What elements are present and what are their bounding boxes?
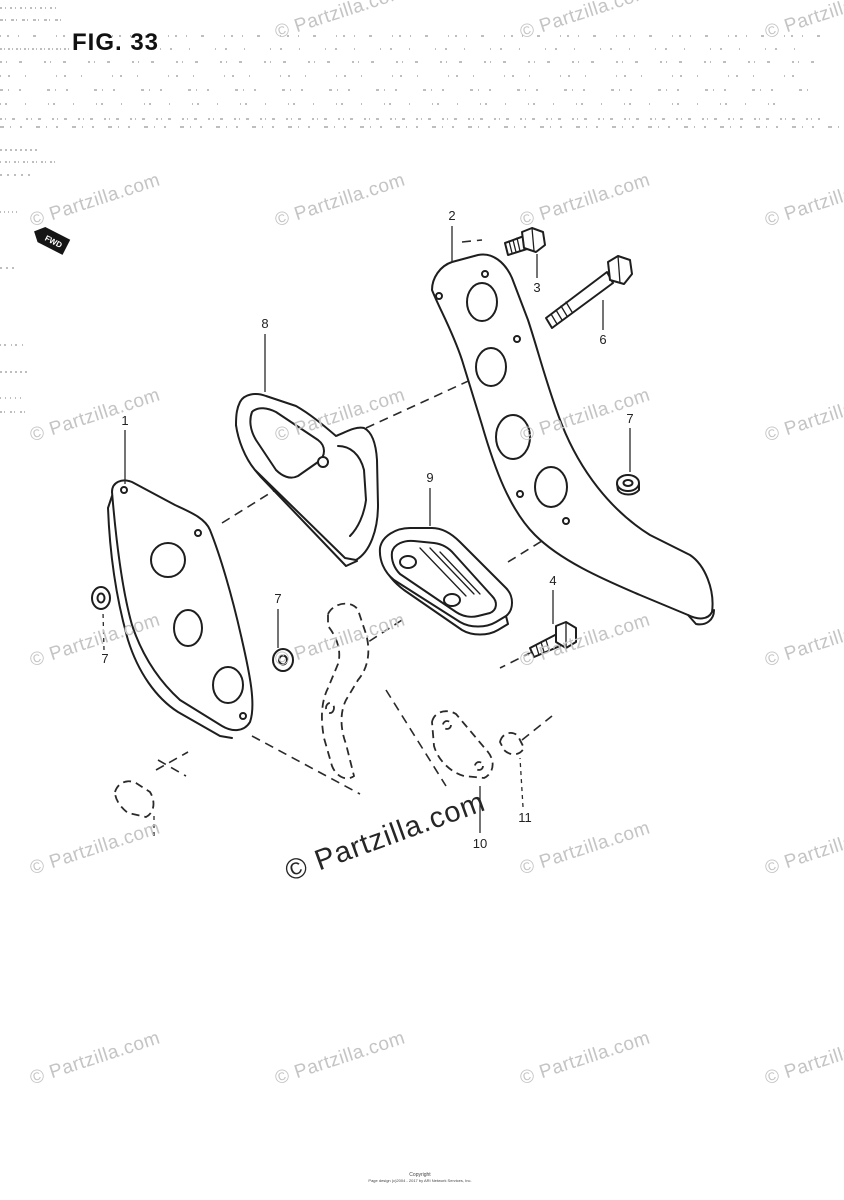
callout-part-6: 6 [599,332,606,347]
callout-part-7-middle: 7 [274,591,281,606]
watermark-text: © Partzilla.com [762,1028,844,1090]
part-1-hole [212,666,244,704]
watermark-text: © Partzilla.com [517,610,652,672]
watermark-text: © Partzilla.com [762,170,844,232]
part-1-plate [107,479,254,739]
watermark-text: © Partzilla.com [27,385,162,447]
watermark-text: © Partzilla.com [272,1028,407,1090]
footer: Copyright Page design (c)2004 - 2017 by … [368,1172,471,1183]
part-1-hole [173,609,203,647]
watermark-text: © Partzilla.com [517,818,652,880]
part-7-washer-left [91,586,111,610]
footer-page-design: Page design (c)2004 - 2017 by ARI Networ… [368,1178,471,1183]
watermark-text: © Partzilla.com [762,818,844,880]
part-11-clip [499,731,526,756]
hidden-part-lower-left [114,759,187,838]
scan-noise [0,7,844,413]
footer-copyright: Copyright [409,1172,431,1178]
watermark-dark: © Partzilla.com [281,786,490,888]
part-1-bolt-hole [239,712,247,720]
part-2-guard-plate [431,253,715,626]
callout-part-8: 8 [261,316,268,331]
part-3-bolt [504,227,546,256]
callout-part-2: 2 [448,208,455,223]
watermark-text: © Partzilla.com [27,818,162,880]
watermark-text: © Partzilla.com [27,1028,162,1090]
part-2-bolt-hole [562,517,570,525]
part-2-bolt-hole [481,270,489,278]
part-8-bracket [235,393,379,567]
callout-part-7-right: 7 [626,411,633,426]
part-1-bolt-hole [194,529,202,537]
part-10-hole [442,720,452,730]
watermark-text: © Partzilla.com [762,610,844,672]
callout-part-4: 4 [549,573,556,588]
part-2-hole [534,466,568,508]
watermark-text: © Partzilla.com [517,1028,652,1090]
watermark-text: © Partzilla.com [517,0,652,43]
figure-title: FIG. 33 [72,29,159,56]
callouts: 1 2 3 6 7 8 9 4 7 7 10 11 [101,208,633,851]
part-2-bolt-hole [513,335,521,343]
callout-part-10: 10 [473,836,487,851]
part-9-rubber-block [378,527,513,636]
watermark-text: © Partzilla.com [517,170,652,232]
callout-part-9: 9 [426,470,433,485]
callout-part-7-left: 7 [101,651,108,666]
part-8-hole [317,456,329,468]
part-9-hole [399,555,417,569]
watermark-text: © Partzilla.com [762,385,844,447]
assembly-lines [155,239,553,795]
callout-part-11: 11 [518,810,532,825]
part-1-bolt-hole [120,486,128,494]
hidden-bracket-hole [325,702,335,714]
part-2-hole [495,414,531,460]
part-7-washer-right [616,474,640,496]
hidden-bracket [321,602,370,780]
part-4-bolt [529,621,577,658]
part-9-hole [443,593,461,607]
part-6-long-bolt [545,255,633,329]
callout-leaders [102,226,631,833]
watermark-text: © Partzilla.com [762,0,844,43]
fwd-arrow-icon: FWD [34,226,71,255]
part-2-hole [475,347,507,387]
watermark-text: © Partzilla.com [272,0,407,43]
watermark-text: © Partzilla.com [272,170,407,232]
part-2-bolt-hole [435,292,443,300]
part-10-hole [474,761,484,771]
watermark-text: © Partzilla.com [27,170,162,232]
callout-part-1: 1 [121,413,128,428]
part-2-bolt-hole [516,490,524,498]
part-1-hole [150,542,186,578]
callout-part-3: 3 [533,280,540,295]
part-10-plate [431,710,494,779]
part-7-washer-middle [272,648,294,672]
part-2-hole [466,282,498,322]
